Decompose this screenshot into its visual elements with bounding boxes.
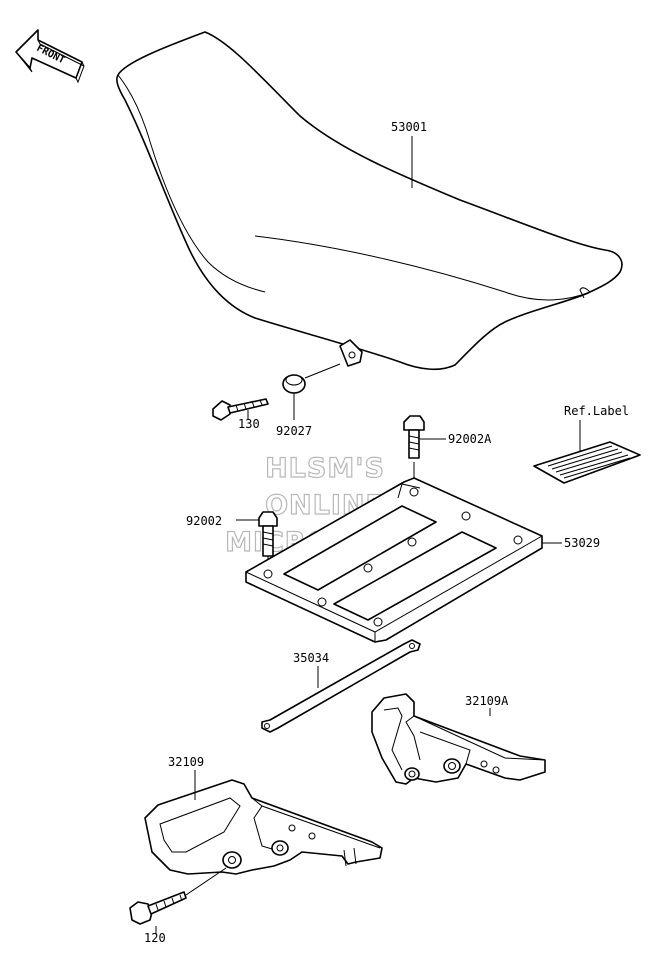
part-label-53029: 53029: [564, 536, 600, 550]
damper-92027: [282, 363, 341, 394]
bolt-92002a: [403, 415, 425, 540]
part-label-130: 130: [238, 417, 260, 431]
part-label-92027: 92027: [276, 424, 312, 438]
bolt-120: [129, 867, 227, 925]
part-label-32109a: 32109A: [465, 694, 509, 708]
part-label-92002: 92002: [186, 514, 222, 528]
strap-35034: [261, 639, 421, 733]
ref-label-text: Ref.Label: [564, 404, 629, 418]
part-label-120: 120: [144, 931, 166, 945]
seat-plate-53029: [245, 477, 543, 643]
leader-lines: [155, 136, 562, 934]
bolt-130: [212, 398, 269, 421]
ref-label-sticker: [533, 420, 641, 484]
bracket-32109a: [371, 693, 546, 785]
seat-53001: [116, 31, 623, 371]
front-arrow-icon: FRONT: [15, 29, 85, 84]
part-label-92002a: 92002A: [448, 432, 492, 446]
part-label-53001: 53001: [391, 120, 427, 134]
bracket-32109: [144, 779, 383, 875]
watermark-line1: HLSM'S: [265, 453, 385, 484]
part-label-32109: 32109: [168, 755, 204, 769]
part-label-35034: 35034: [293, 651, 329, 665]
